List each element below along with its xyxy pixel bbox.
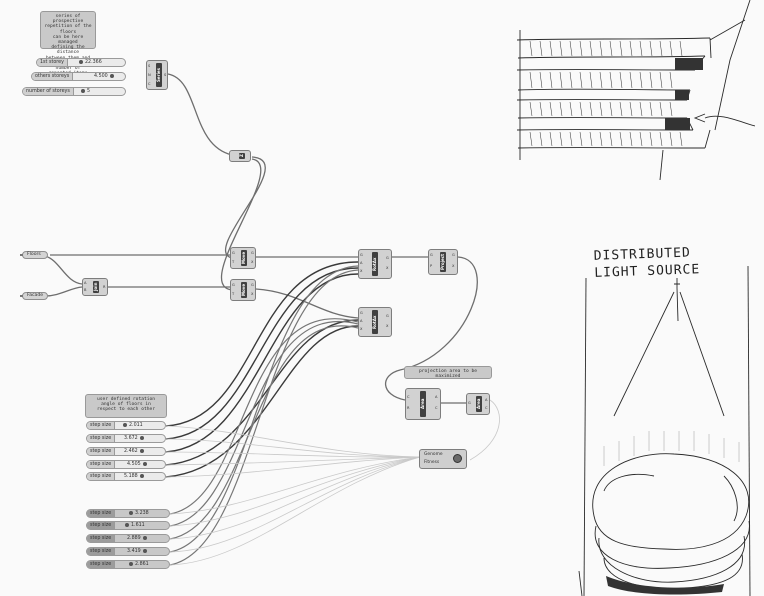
slider-label: step size	[87, 522, 115, 529]
slider-value: 2.011	[129, 423, 143, 428]
component-move-2-label: Move	[241, 282, 247, 298]
slider-value: 3.238	[135, 511, 149, 516]
slider-handle[interactable]	[140, 474, 144, 478]
note-floor-series: series of prospective repetition of the …	[40, 11, 96, 49]
slider-label: step size	[87, 461, 115, 468]
slider-label: number of storeys	[23, 88, 74, 95]
component-project-label: Project	[440, 252, 446, 272]
wire	[256, 289, 358, 318]
slider-lower-step-1[interactable]: step size 3.238	[86, 509, 170, 518]
slider-first-storey[interactable]: 1st storey 22.366	[36, 58, 126, 67]
slider-step-size-4[interactable]: step size 4.505	[86, 460, 166, 469]
slider-label: 1st storey	[37, 59, 68, 66]
component-rotate-1-label: RotAx	[372, 252, 378, 276]
slider-handle[interactable]	[143, 549, 147, 553]
slider-value: 3.419	[127, 549, 141, 554]
slider-handle[interactable]	[140, 436, 144, 440]
wire	[221, 159, 260, 290]
slider-step-size-3[interactable]: step size 2.462	[86, 447, 166, 456]
slider-step-size-1[interactable]: step size 2.011	[86, 421, 166, 430]
component-join-label: Join	[93, 281, 99, 293]
slider-label: step size	[87, 435, 115, 442]
slider-value: 2.861	[135, 562, 149, 567]
wire	[45, 287, 82, 296]
slider-step-size-2[interactable]: step size 3.672	[86, 434, 166, 443]
genome-icon	[453, 454, 462, 463]
slider-value: 5	[87, 89, 90, 94]
wire	[45, 256, 82, 284]
genome-fitness: Fitness	[424, 460, 439, 465]
slider-label: step size	[87, 510, 115, 517]
param-facade[interactable]: Facade	[22, 292, 48, 300]
slider-handle[interactable]	[79, 60, 83, 64]
slider-other-storeys[interactable]: others storeys 4.500	[31, 72, 126, 81]
component-move-1-label: Move	[241, 250, 247, 266]
slider-lower-step-5[interactable]: step size 2.861	[86, 560, 170, 569]
wire	[170, 326, 358, 539]
wire	[166, 274, 358, 452]
wire	[170, 457, 420, 539]
slider-handle[interactable]	[123, 423, 127, 427]
slider-value: 2.889	[127, 536, 141, 541]
wire	[170, 321, 358, 526]
component-area-sum-label: Area	[476, 396, 482, 412]
slider-handle[interactable]	[129, 511, 133, 515]
slider-handle[interactable]	[143, 462, 147, 466]
slider-handle[interactable]	[140, 449, 144, 453]
param-floors[interactable]: Floors	[22, 251, 48, 259]
wire	[226, 157, 266, 258]
slider-label: step size	[87, 535, 115, 542]
slider-value: 3.672	[124, 436, 138, 441]
component-rotate-2-label: RotAx	[372, 310, 378, 334]
component-z[interactable]: Z	[229, 150, 251, 162]
slider-lower-step-4[interactable]: step size 3.419	[86, 547, 170, 556]
wire	[170, 457, 420, 565]
note-rotation: user defined rotation angle of floors in…	[85, 394, 167, 418]
slider-lower-step-2[interactable]: step size 1.611	[86, 521, 170, 530]
slider-value: 4.505	[127, 462, 141, 467]
slider-label: step size	[87, 473, 115, 480]
slider-value: 2.462	[124, 449, 138, 454]
slider-value: 4.500	[94, 74, 108, 79]
slider-value: 22.366	[85, 60, 102, 65]
slider-number-of-storeys[interactable]: number of storeys 5	[22, 87, 126, 96]
slider-step-size-5[interactable]: step size 5.188	[86, 472, 166, 481]
note-projection: projection area to be maximized	[404, 366, 492, 379]
wire	[168, 74, 232, 155]
sketch-floor-stack	[515, 0, 755, 190]
slider-label: others storeys	[32, 73, 73, 80]
genome-title: Genome	[424, 452, 443, 457]
slider-handle[interactable]	[110, 74, 114, 78]
slider-label: step size	[87, 422, 115, 429]
component-z-label: Z	[239, 153, 245, 159]
wire	[170, 457, 420, 514]
component-area-label: Area	[420, 391, 426, 417]
slider-handle[interactable]	[125, 523, 129, 527]
slider-lower-step-3[interactable]: step size 2.889	[86, 534, 170, 543]
sketch-light-source	[574, 266, 764, 596]
slider-label: step size	[87, 448, 115, 455]
slider-handle[interactable]	[129, 562, 133, 566]
slider-label: step size	[87, 561, 115, 568]
component-series-label: Series	[156, 63, 162, 87]
slider-value: 1.611	[131, 523, 145, 528]
slider-label: step size	[87, 548, 115, 555]
component-genome[interactable]: Genome Fitness	[419, 449, 467, 469]
slider-handle[interactable]	[81, 89, 85, 93]
wire	[170, 270, 358, 565]
slider-value: 5.188	[124, 474, 138, 479]
slider-handle[interactable]	[143, 536, 147, 540]
